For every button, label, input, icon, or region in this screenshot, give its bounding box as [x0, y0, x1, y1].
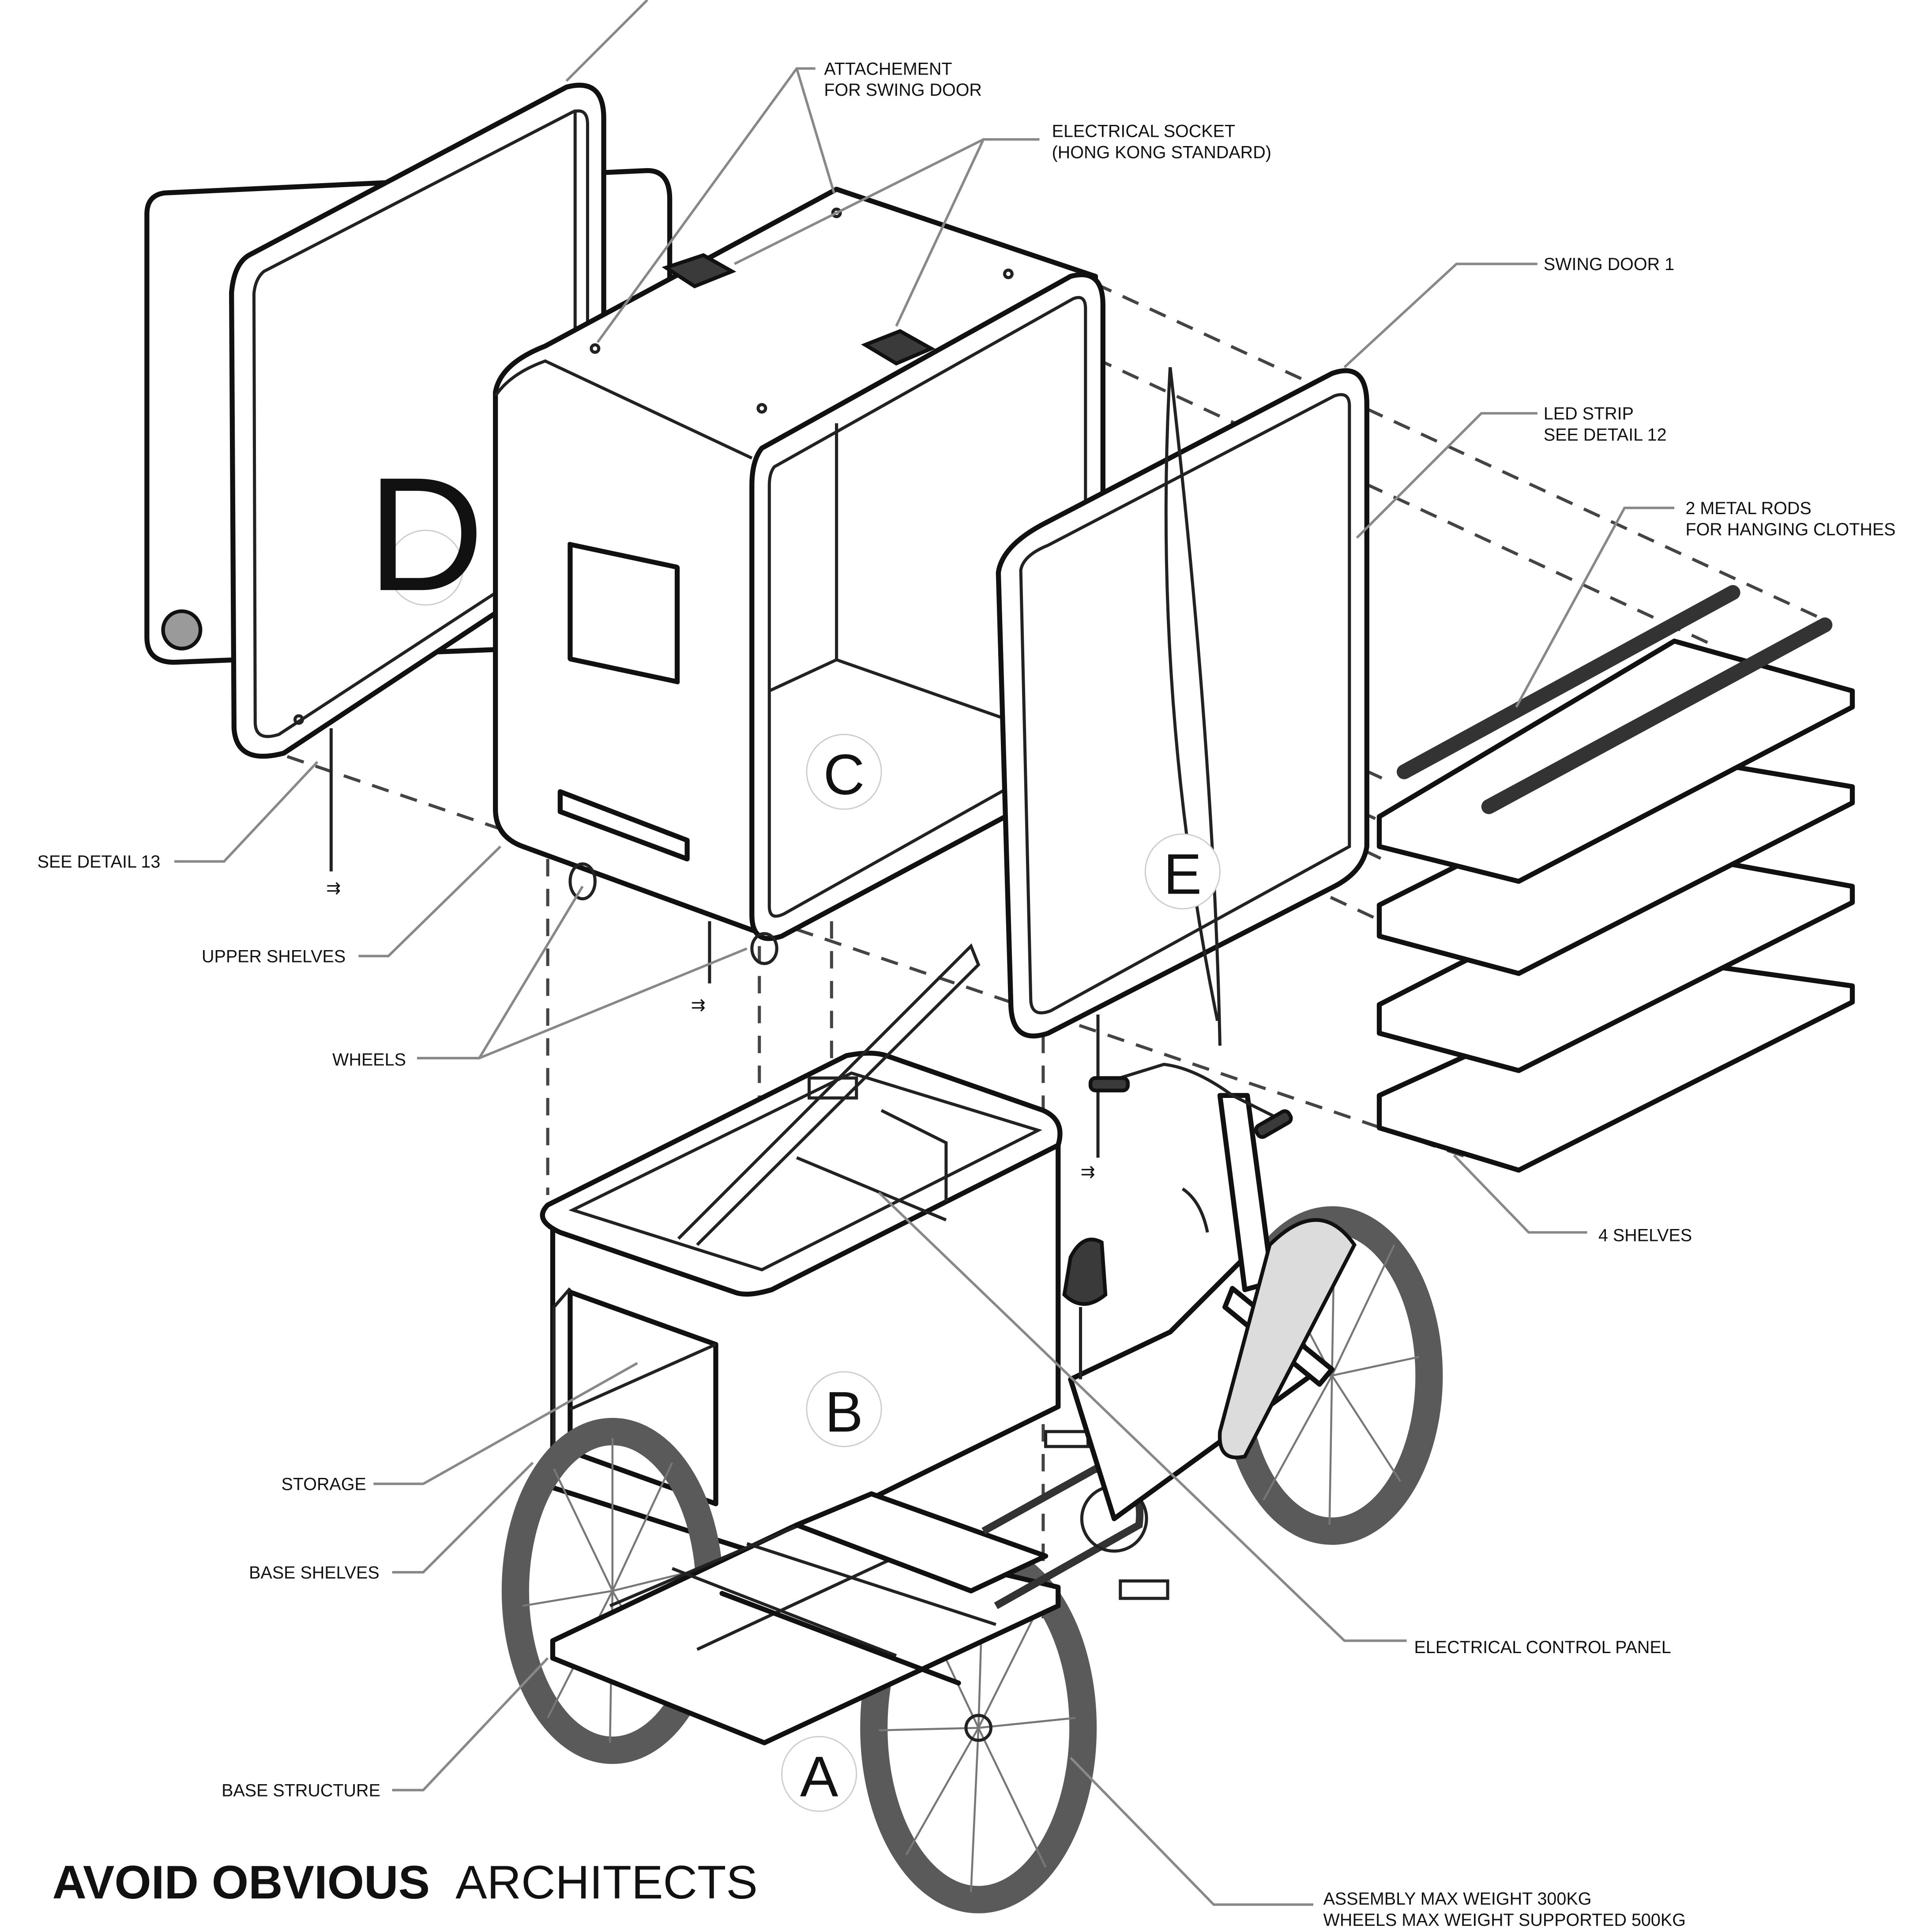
label-assembly-weight-line1: ASSEMBLY MAX WEIGHT 300KG: [1323, 1889, 1592, 1909]
label-led-strip-line2: SEE DETAIL 12: [1544, 425, 1667, 445]
part-letter-b: B: [825, 1380, 863, 1444]
label-upper-shelves: UPPER SHELVES: [202, 947, 346, 966]
leader-lines: [174, 0, 1675, 1906]
label-metal-rods-line1: 2 METAL RODS: [1685, 499, 1811, 518]
label-attachment-line1: ATTACHEMENT: [824, 59, 952, 79]
label-base-shelves: BASE SHELVES: [249, 1563, 380, 1582]
label-socket-line1: ELECTRICAL SOCKET: [1052, 121, 1235, 141]
part-letters: D C E B A: [367, 444, 1221, 1812]
svg-text:⇉: ⇉: [326, 878, 341, 898]
brand-bold: AVOID OBVIOUS: [52, 1856, 430, 1909]
svg-text:⇉: ⇉: [691, 996, 706, 1015]
label-socket-line2: (HONG KONG STANDARD): [1052, 143, 1271, 162]
svg-text:AVOID OBVIOUS ARCHITECTS: AVOID OBVIOUS ARCHITECTS: [52, 1856, 757, 1909]
label-metal-rods-line2: FOR HANGING CLOTHES: [1685, 520, 1895, 539]
label-storage: STORAGE: [282, 1475, 366, 1494]
part-letter-c: C: [823, 743, 865, 807]
label-see-detail-13: SEE DETAIL 13: [38, 852, 161, 872]
part-a-tricycle: [501, 1063, 1443, 1913]
label-electrical-control-panel: ELECTRICAL CONTROL PANEL: [1414, 1638, 1671, 1657]
label-base-structure: BASE STRUCTURE: [222, 1781, 380, 1800]
label-led-strip-line1: LED STRIP: [1544, 404, 1634, 424]
part-letter-a: A: [800, 1745, 838, 1809]
part-letter-e: E: [1164, 842, 1202, 906]
two-metal-rods: [1397, 585, 1833, 814]
label-attachment-line2: FOR SWING DOOR: [824, 80, 982, 100]
callout-labels: ATTACHEMENT FOR SWING DOOR ELECTRICAL SO…: [38, 59, 1896, 1930]
brand-regular: ARCHITECTS: [455, 1856, 758, 1909]
four-shelves: [1376, 639, 1855, 1173]
label-assembly-weight-line2: WHEELS MAX WEIGHT SUPPORTED 500KG: [1323, 1910, 1686, 1930]
label-swing-door-1: SWING DOOR 1: [1544, 255, 1674, 274]
label-wheels: WHEELS: [332, 1050, 406, 1070]
brand-title: AVOID OBVIOUS ARCHITECTS: [52, 1856, 757, 1909]
part-e-swing-door: ⇉: [996, 367, 1369, 1182]
svg-text:⇉: ⇉: [1081, 1162, 1095, 1182]
part-b-lower-box: [540, 943, 1063, 1556]
part-letter-d: D: [367, 444, 484, 624]
label-four-shelves: 4 SHELVES: [1598, 1225, 1692, 1245]
